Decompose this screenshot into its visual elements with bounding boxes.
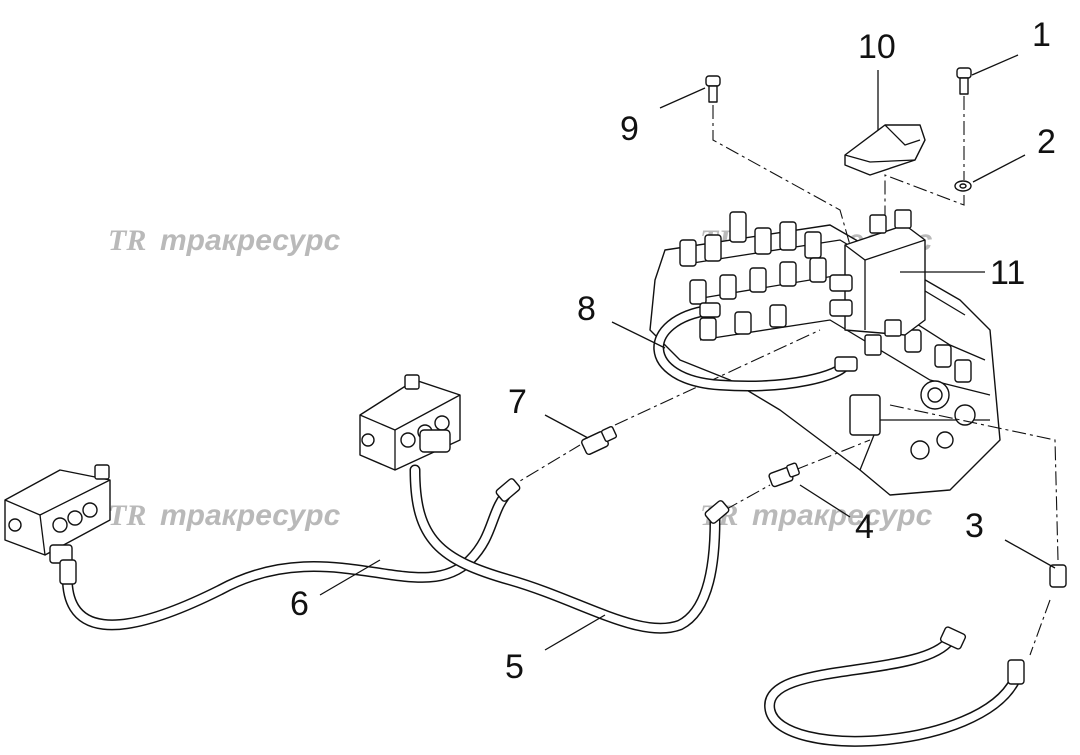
- bolt-9: [705, 75, 721, 103]
- callout-8: 8: [577, 290, 596, 328]
- valve-block-center: [359, 374, 461, 471]
- watermark-text: тракресурс: [160, 499, 341, 532]
- hose-3: [764, 564, 1067, 747]
- callout-6: 6: [290, 585, 309, 623]
- callout-5: 5: [505, 648, 524, 686]
- bolt-1: [956, 67, 972, 95]
- watermark-bottom-right: TR тракресурс: [700, 499, 933, 532]
- callout-4: 4: [855, 508, 874, 546]
- callout-3: 3: [965, 507, 984, 545]
- watermark-bottom-left: TR тракресурс: [108, 499, 341, 532]
- watermark-text: тракресурс: [160, 224, 341, 257]
- valve-block-left: [4, 464, 111, 564]
- watermark-logo: TR: [108, 499, 146, 532]
- adapter-4: [768, 462, 800, 488]
- watermark-logo: TR: [108, 224, 146, 257]
- leader-lines: [319, 54, 1056, 651]
- watermark-left: TR тракресурс: [108, 224, 341, 257]
- callout-10: 10: [858, 28, 896, 66]
- callout-2: 2: [1037, 123, 1056, 161]
- callout-labels: 1 2 3 4 5 6 7 8 9 10 11: [290, 16, 1056, 686]
- control-valve-block: [649, 211, 1001, 496]
- hose-8: [653, 302, 858, 392]
- assembly-lines: [504, 96, 1059, 656]
- adapter-7: [581, 425, 618, 456]
- hose-5: [409, 464, 730, 634]
- washer-2: [954, 180, 972, 192]
- pilot-valve-11: [829, 209, 926, 356]
- callout-7: 7: [508, 383, 527, 421]
- callout-1: 1: [1032, 16, 1051, 54]
- callout-9: 9: [620, 110, 639, 148]
- hose-6: [59, 478, 521, 631]
- callout-11: 11: [990, 254, 1025, 292]
- valve-fittings: [679, 211, 976, 460]
- cover-10: [844, 124, 926, 176]
- watermark-text: тракресурс: [752, 499, 933, 532]
